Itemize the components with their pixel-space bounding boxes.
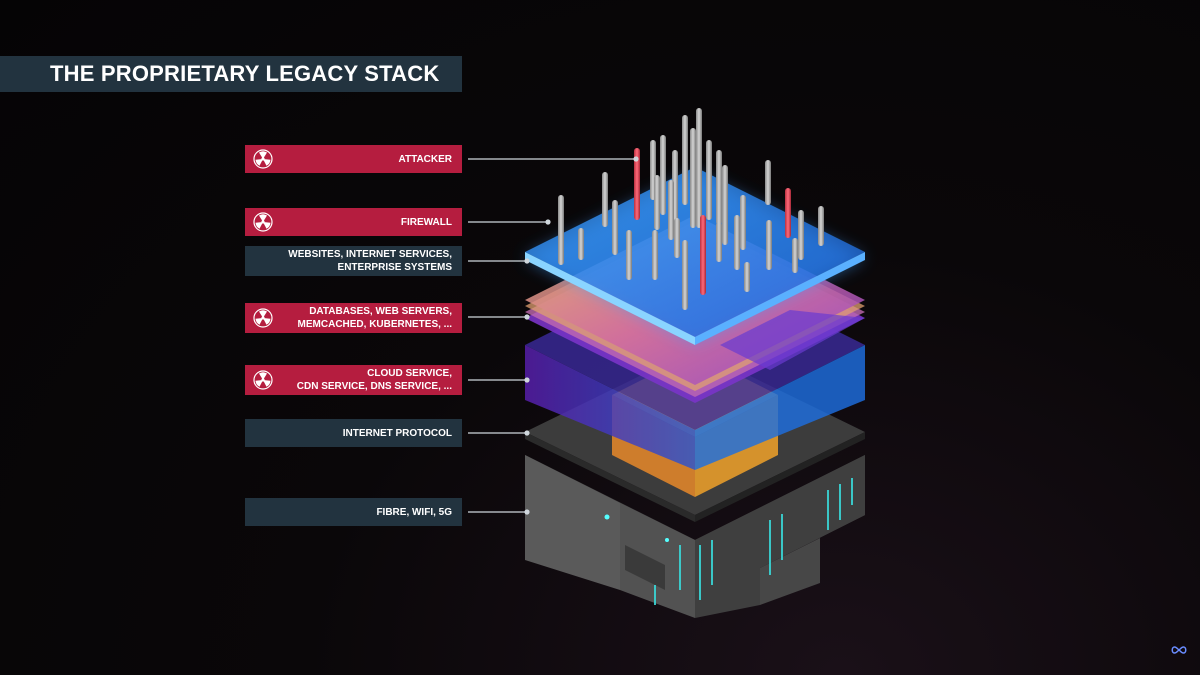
connector-lines [468,156,639,515]
label-attacker-text: ATTACKER [398,153,452,165]
radiation-icon [253,308,273,328]
label-websites-text: WEBSITES, INTERNET SERVICES, ENTERPRISE … [288,249,452,273]
slide-title-bar: THE PROPRIETARY LEGACY STACK [0,56,462,92]
label-internet-protocol-text: INTERNET PROTOCOL [342,427,452,439]
attacker-pins [558,108,824,310]
label-firewall-text: FIREWALL [400,216,452,228]
label-fibre-text: FIBRE, WIFI, 5G [376,506,452,518]
label-attacker: ATTACKER [245,145,462,173]
websites-plate [525,167,865,345]
label-cloud-text: CLOUD SERVICE, CDN SERVICE, DNS SERVICE,… [296,368,452,392]
label-websites: WEBSITES, INTERNET SERVICES, ENTERPRISE … [245,246,462,276]
infinity-logo-icon [1171,646,1187,654]
label-databases: DATABASES, WEB SERVERS, MEMCACHED, KUBER… [245,303,462,333]
label-firewall: FIREWALL [245,208,462,236]
radiation-icon [253,212,273,232]
label-cloud: CLOUD SERVICE, CDN SERVICE, DNS SERVICE,… [245,365,462,395]
label-databases-text: DATABASES, WEB SERVERS, MEMCACHED, KUBER… [297,306,452,330]
label-internet-protocol: INTERNET PROTOCOL [245,419,462,447]
label-fibre: FIBRE, WIFI, 5G [245,498,462,526]
slide-title: THE PROPRIETARY LEGACY STACK [50,61,440,86]
server-block [525,455,865,618]
radiation-icon [253,149,273,169]
radiation-icon [253,370,273,390]
